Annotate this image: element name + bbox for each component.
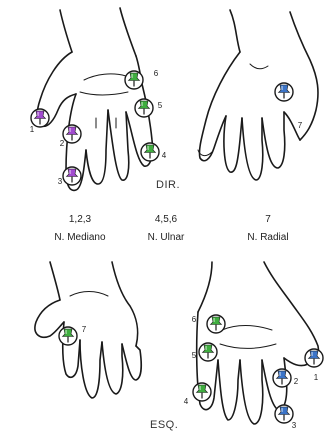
- palm-crease: [80, 92, 128, 95]
- ring-finger-outline: [218, 360, 240, 420]
- ring-finger-outline: [224, 116, 242, 172]
- hand-esq-back: [35, 262, 141, 398]
- knuckle-crease: [250, 64, 268, 69]
- wrist-outline-left: [50, 262, 60, 300]
- palm-crease: [220, 344, 276, 349]
- nerve-point-esq_palm-4: [193, 383, 211, 401]
- nerve-point-esq_palm-3: [275, 405, 293, 423]
- nerve-point-number: 1: [314, 373, 319, 382]
- wrist-outline-right: [112, 262, 138, 346]
- little-finger-outline: [122, 344, 141, 380]
- legend-points-median: 1,2,3: [69, 214, 92, 225]
- nerve-point-dir_palm-5: [135, 99, 153, 117]
- nerve-point-dir_palm-3: [63, 167, 81, 185]
- legend-points-radial: 7: [265, 214, 271, 225]
- legend-name-median: N. Mediano: [54, 232, 106, 243]
- knuckle-crease: [70, 292, 108, 297]
- nerve-point-number: 4: [184, 397, 189, 406]
- nerve-point-dir_palm-6: [125, 71, 143, 89]
- nerve-point-number: 3: [58, 177, 63, 186]
- wrist-outline-right: [120, 8, 136, 56]
- palm-crease: [84, 74, 126, 80]
- nerve-point-number: 5: [158, 101, 163, 110]
- nerve-point-esq_palm-1: [305, 349, 323, 367]
- middle-finger-outline: [242, 118, 263, 180]
- middle-finger-outline: [240, 360, 263, 424]
- nerve-point-number: 6: [154, 69, 159, 78]
- little-finger-outline: [199, 52, 240, 161]
- index-finger-outline: [262, 112, 285, 168]
- hand-dir-palm: [37, 8, 152, 190]
- side-label-right: DIR.: [156, 179, 180, 191]
- middle-finger-outline: [80, 340, 102, 398]
- nerve-point-number: 2: [294, 377, 299, 386]
- nerve-point-dir_palm-4: [141, 143, 159, 161]
- wrist-outline-right: [264, 262, 319, 364]
- nerve-point-number: 2: [60, 139, 65, 148]
- nerve-point-number: 1: [30, 125, 35, 134]
- hand-dir-back: [198, 10, 318, 180]
- nerve-point-number: 6: [192, 315, 197, 324]
- nerve-point-dir_palm-2: [63, 125, 81, 143]
- nerve-point-number: 7: [82, 325, 87, 334]
- wrist-outline-left: [60, 10, 72, 52]
- finger-crease: [96, 118, 116, 128]
- legend-points-ulnar: 4,5,6: [155, 214, 178, 225]
- nerve-point-dir_back-7: [275, 83, 293, 101]
- legend-name-ulnar: N. Ulnar: [148, 232, 185, 243]
- nerve-point-number: 4: [162, 151, 167, 160]
- ring-finger-outline: [102, 342, 123, 394]
- ring-finger-outline: [108, 110, 129, 180]
- nerve-point-esq_palm-5: [199, 343, 217, 361]
- nerve-point-number: 5: [192, 351, 197, 360]
- wrist-outline-left: [198, 262, 212, 312]
- legend-name-radial: N. Radial: [247, 232, 288, 243]
- nerve-point-esq_palm-2: [273, 369, 291, 387]
- nerve-point-esq_back-7: [59, 327, 77, 345]
- hand-esq-palm: [197, 262, 319, 424]
- nerve-point-number: 7: [298, 121, 303, 130]
- nerve-legend: 1,2,3 N. Mediano 4,5,6 N. Ulnar 7 N. Rad…: [54, 214, 288, 243]
- side-label-left: ESQ.: [150, 419, 178, 431]
- wrist-outline-right: [290, 12, 318, 140]
- palm-crease: [222, 326, 272, 331]
- nerve-point-number: 3: [292, 421, 297, 430]
- middle-finger-outline: [86, 110, 108, 184]
- nerve-point-esq_palm-6: [207, 315, 225, 333]
- wrist-outline-left: [230, 10, 240, 52]
